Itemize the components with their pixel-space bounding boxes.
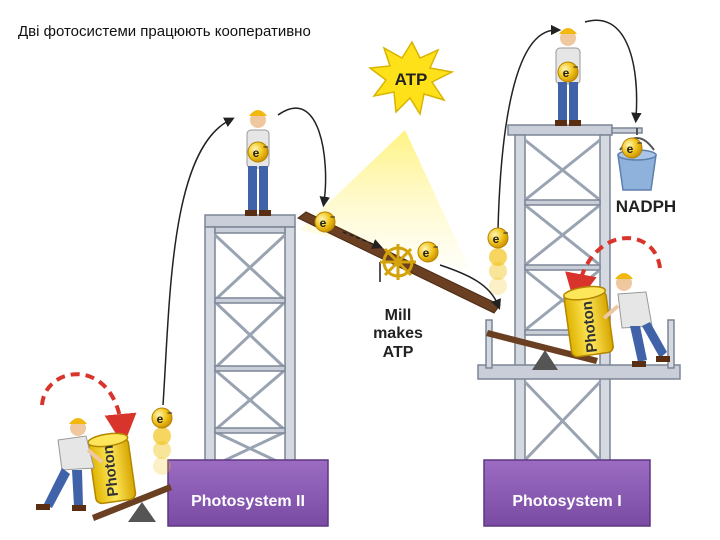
seesaw-ps2 <box>92 484 172 522</box>
mill-label-line1: Mill <box>385 307 412 324</box>
svg-text:e: e <box>320 216 327 230</box>
arrow-ps2-top-to-plank <box>277 107 330 208</box>
worker-icon <box>36 418 104 511</box>
photon-label-ps2: Photon <box>100 444 122 497</box>
slide-title: Дві фотосистеми працюють кооперативно <box>18 23 311 40</box>
mill-wheel-icon <box>380 244 416 280</box>
mill-label-line2: makes <box>373 325 423 342</box>
mill-label-line3: ATP <box>383 344 414 361</box>
arrow-worker-to-ps2-top <box>162 117 235 406</box>
arrow-top-to-bucket <box>584 19 642 124</box>
photon-arrow-ps1 <box>565 236 662 306</box>
nadph-label: NADPH <box>616 197 676 216</box>
seesaw-ps1 <box>486 330 598 370</box>
worker-icon <box>602 273 670 367</box>
atp-burst-icon <box>368 40 455 116</box>
photon-label-ps1: Photon <box>579 300 601 353</box>
electron-icon: e − <box>417 241 439 263</box>
arrow-ps1-to-top <box>497 24 562 231</box>
electron-icon: e − <box>557 61 579 83</box>
arrow-mill-to-ps1 <box>439 264 501 310</box>
svg-text:−: − <box>637 138 642 148</box>
photon-arrow-ps2 <box>40 372 137 446</box>
electron-trail-ps2: e − <box>151 407 173 475</box>
electron-icon: e − <box>314 211 336 233</box>
arrow-plank-to-mill <box>342 231 383 249</box>
svg-text:e: e <box>423 246 430 260</box>
svg-text:−: − <box>503 228 508 238</box>
electron-icon: e − <box>247 141 269 163</box>
photon-canister-icon <box>562 285 614 358</box>
photosystem-ii-label: Photosystem II <box>191 493 305 510</box>
svg-text:e: e <box>627 142 634 156</box>
photosystem-i-label: Photosystem I <box>512 493 621 510</box>
electron-icon: e − <box>487 227 509 249</box>
svg-text:e: e <box>253 146 260 160</box>
svg-text:−: − <box>263 142 268 152</box>
worker-icon <box>245 110 271 216</box>
electron-icon: e − <box>151 407 173 429</box>
photosystem-ii-box <box>167 459 329 527</box>
svg-text:e: e <box>563 66 570 80</box>
svg-text:−: − <box>573 62 578 72</box>
photosystem-i-box <box>483 459 651 527</box>
svg-text:−: − <box>167 408 172 418</box>
svg-text:−: − <box>330 212 335 222</box>
svg-text:−: − <box>433 242 438 252</box>
svg-text:e: e <box>157 412 164 426</box>
tower-photosystem-ii <box>204 214 296 473</box>
electron-icon: e − <box>621 137 643 159</box>
atp-burst-label: ATP <box>395 70 428 89</box>
photon-canister-icon <box>87 432 137 505</box>
electron-trail-ps1: e − <box>487 227 509 295</box>
svg-text:e: e <box>493 232 500 246</box>
